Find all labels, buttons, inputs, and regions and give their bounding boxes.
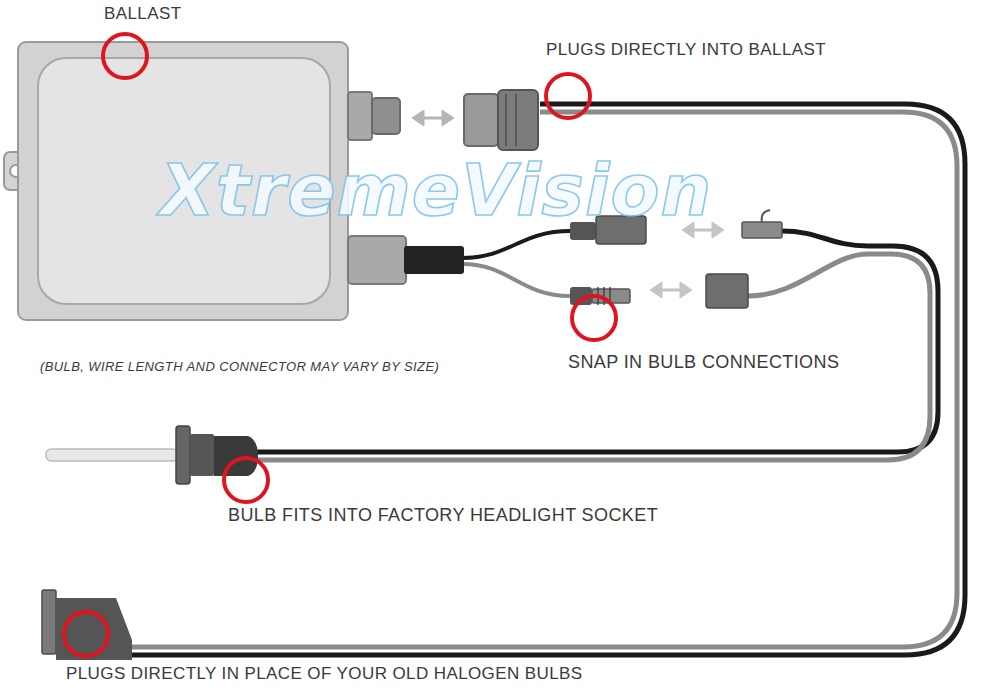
arrow-head (442, 110, 454, 126)
callout-circle (64, 612, 108, 656)
ballast-output (348, 236, 406, 284)
callout-text: BULB FITS INTO FACTORY HEADLIGHT SOCKET (228, 505, 658, 526)
ballast-plug (464, 94, 498, 146)
callout-circle (224, 458, 268, 502)
callout-circle (572, 296, 616, 340)
ballast-socket (348, 92, 372, 140)
ballast-socket (372, 98, 400, 134)
connect-arrow (412, 110, 454, 126)
halogen-plug (56, 598, 132, 660)
arrow-head (650, 282, 662, 298)
watermark: XtremeVision (160, 150, 712, 232)
callout-text: SNAP IN BULB CONNECTIONS (568, 352, 839, 373)
power-wire (130, 112, 957, 647)
bulb-flange (176, 426, 190, 484)
snap-connector (706, 274, 748, 308)
arrow-head (680, 282, 692, 298)
bulb-glass (46, 449, 178, 461)
callout-circle (103, 34, 147, 78)
note: (BULB, WIRE LENGTH AND CONNECTOR MAY VAR… (40, 360, 439, 375)
callout-text: PLUGS DIRECTLY IN PLACE OF YOUR OLD HALO… (66, 664, 583, 684)
callout-circle (546, 74, 590, 118)
plug-rib (505, 94, 507, 146)
arrow-head (712, 222, 724, 238)
snap-pin (742, 222, 782, 238)
halogen-plug (42, 590, 56, 654)
plug-rib (515, 94, 517, 146)
power-wire (130, 104, 965, 655)
fork-wire (462, 264, 570, 296)
arrow-head (412, 110, 424, 126)
ballast-plug (498, 90, 538, 150)
fork-wire (462, 231, 570, 258)
bulb-base (214, 436, 258, 476)
bulb-base (190, 434, 214, 476)
pin-latch (762, 210, 770, 222)
part-name: BALLAST (104, 4, 181, 24)
output-boot (404, 246, 464, 274)
callout-text: PLUGS DIRECTLY INTO BALLAST (546, 40, 826, 60)
callout-circles (64, 34, 616, 656)
